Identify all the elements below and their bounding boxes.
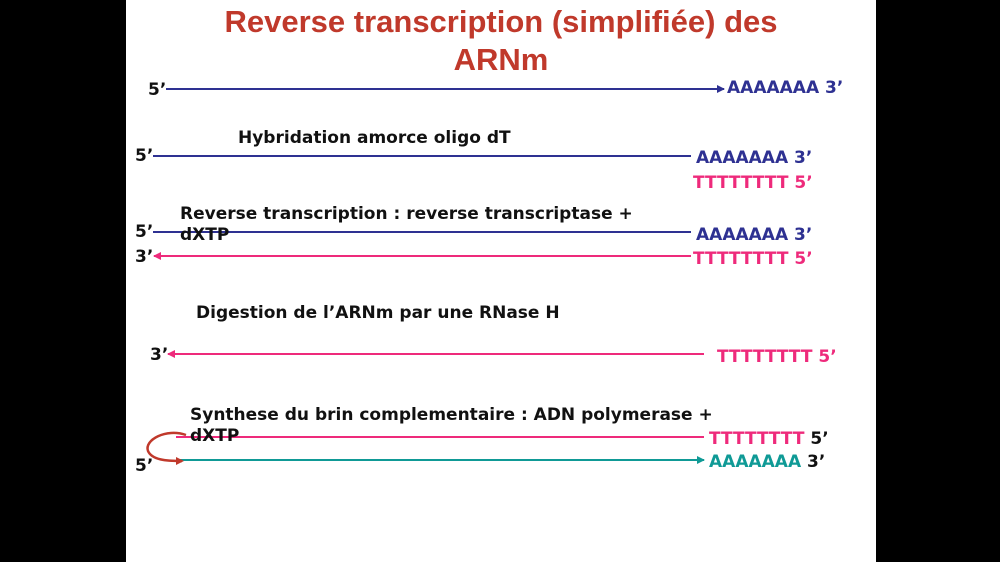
step1-poly-a: AAAAAAA 3’ [696, 148, 813, 168]
strand-lines [146, 85, 725, 465]
row1-poly-a: AAAAAAA 3’ [727, 78, 844, 98]
step2-oligo-dt: TTTTTTTT 5’ [693, 249, 813, 269]
slide-title-line1: Reverse transcription (simplifiée) des [224, 4, 778, 39]
step4-bottom-right: AAAAAAA 3’ [709, 452, 825, 472]
step4-top-end: 5’ [804, 429, 829, 449]
step1-five-prime: 5’ [135, 146, 154, 166]
step4-poly-a: AAAAAAA [709, 452, 802, 472]
step2-label-line1: Reverse transcription : reverse transcri… [180, 204, 633, 224]
row1-five-prime: 5’ [148, 80, 167, 100]
step1-oligo-dt: TTTTTTTT 5’ [693, 173, 813, 193]
step2-three-prime: 3’ [135, 247, 154, 267]
step3-oligo-dt: TTTTTTTT 5’ [717, 347, 837, 367]
step2-label-line2: dXTP [180, 225, 230, 245]
step2-five-prime: 5’ [135, 222, 154, 242]
step2-poly-a: AAAAAAA 3’ [696, 225, 813, 245]
hairpin-loop [146, 431, 187, 465]
step4-five-prime: 5’ [135, 456, 154, 476]
step3-three-prime: 3’ [150, 345, 169, 365]
slide-title-line2: ARNm [453, 42, 549, 77]
step4-top-right: TTTTTTTT 5’ [709, 429, 829, 449]
step4-label-line1: Synthese du brin complementaire : ADN po… [190, 405, 713, 425]
step1-label: Hybridation amorce oligo dT [238, 128, 511, 148]
step4-bottom-end: 3’ [801, 452, 826, 472]
step4-oligo-dt: TTTTTTTT [709, 429, 805, 449]
step3-label: Digestion de l’ARNm par une RNase H [196, 303, 560, 323]
slide: Reverse transcription (simplifiée) des A… [126, 0, 876, 562]
step4-label-line2: dXTP [190, 426, 240, 446]
